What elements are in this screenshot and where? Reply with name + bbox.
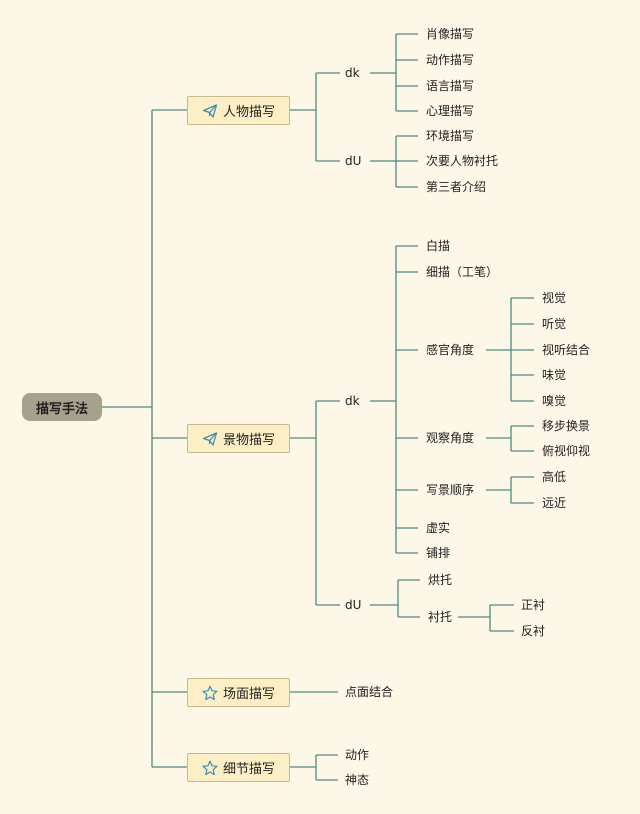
leaf-far-near[interactable]: 远近 (542, 496, 567, 510)
node-senses[interactable]: 感官角度 (426, 343, 475, 357)
leaf-action[interactable]: 动作描写 (426, 53, 475, 67)
star-icon (202, 760, 218, 775)
node-observation[interactable]: 观察角度 (426, 431, 475, 445)
branch-person-description[interactable]: 人物描写 (187, 96, 290, 125)
leaf-third-party[interactable]: 第三者介绍 (426, 180, 487, 194)
leaf-virtual-real[interactable]: 虚实 (426, 521, 451, 535)
branch-label: 细节描写 (222, 762, 275, 777)
root-label: 描写手法 (35, 401, 88, 417)
leaf-portrait[interactable]: 肖像描写 (426, 27, 475, 41)
branch-label: 景物描写 (222, 433, 275, 448)
leaf-secondary-character[interactable]: 次要人物衬托 (426, 154, 499, 168)
paper-plane-icon (202, 103, 218, 118)
leaf-psychology[interactable]: 心理描写 (426, 104, 475, 118)
branch-detail-description[interactable]: 细节描写 (187, 753, 290, 782)
branch-label: 人物描写 (222, 105, 275, 120)
node-contrast[interactable]: 衬托 (428, 610, 453, 624)
star-icon (202, 685, 218, 700)
group-label-dk[interactable]: dk (345, 66, 360, 80)
leaf-up-down-view[interactable]: 俯视仰视 (542, 444, 591, 458)
leaf-negative-contrast[interactable]: 反衬 (521, 624, 546, 638)
connector-lines (102, 33, 534, 781)
leaf-hearing[interactable]: 听觉 (542, 317, 567, 331)
node-order[interactable]: 写景顺序 (426, 483, 475, 497)
leaf-plain-sketch[interactable]: 白描 (426, 239, 451, 253)
leaf-moving-view[interactable]: 移步换景 (542, 419, 591, 433)
leaf-sight-hearing[interactable]: 视听结合 (542, 343, 591, 357)
group-label-du[interactable]: dU (345, 154, 362, 168)
branch-label: 场面描写 (222, 687, 275, 702)
leaf-high-low[interactable]: 高低 (542, 470, 567, 484)
leaf-sight[interactable]: 视觉 (542, 291, 567, 305)
group-label-du[interactable]: dU (345, 598, 362, 612)
leaf-expression[interactable]: 神态 (345, 773, 370, 787)
leaf-speech[interactable]: 语言描写 (426, 79, 475, 93)
leaf-detail-action[interactable]: 动作 (345, 748, 370, 762)
leaf-taste[interactable]: 味觉 (542, 368, 567, 382)
group-label-dk[interactable]: dk (345, 394, 360, 408)
leaf-foil[interactable]: 烘托 (428, 573, 453, 587)
branch-scene-description[interactable]: 场面描写 (187, 678, 290, 707)
root-node[interactable]: 描写手法 (22, 393, 102, 421)
leaf-positive-contrast[interactable]: 正衬 (521, 598, 546, 612)
leaf-fine-sketch[interactable]: 细描（工笔） (426, 265, 499, 279)
leaf-point-surface[interactable]: 点面结合 (345, 685, 394, 699)
leaf-environment[interactable]: 环境描写 (426, 129, 475, 143)
leaf-smell[interactable]: 嗅觉 (542, 394, 567, 408)
branch-scenery-description[interactable]: 景物描写 (187, 424, 290, 453)
paper-plane-icon (202, 431, 218, 446)
leaf-parallelism[interactable]: 铺排 (426, 546, 451, 560)
